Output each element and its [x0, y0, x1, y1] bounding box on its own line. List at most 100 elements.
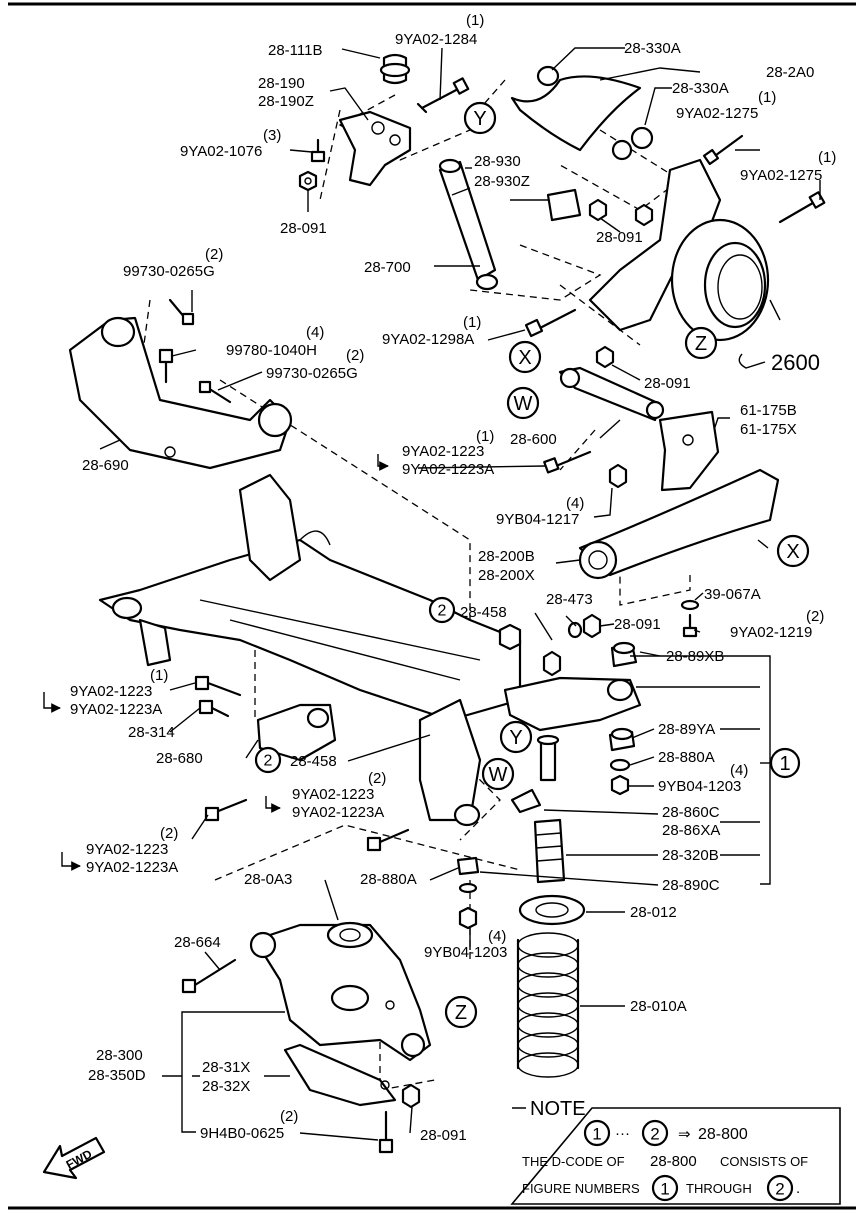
callout-99730-0265G-b: 99730-0265G	[266, 365, 358, 382]
callout-28-350D: 28-350D	[88, 1067, 146, 1084]
marker-W-lower	[481, 757, 515, 791]
note-line2-circle-2-text: 2	[775, 1180, 784, 1199]
marker-2-lower	[254, 746, 282, 774]
mount-28-860C	[510, 788, 542, 814]
marker-2-lower-text: 2	[264, 753, 273, 770]
callout-28-0A3: 28-0A3	[244, 871, 292, 888]
marker-X-arm	[776, 534, 810, 568]
bolt-9YA02-1223-b	[194, 675, 242, 697]
callout-28-880A-a: 28-880A	[658, 749, 715, 766]
bracket-28-680	[256, 703, 337, 762]
callout-28-200B: 28-200B	[478, 548, 535, 565]
callout-9YA02-1298A-qty: (1)	[463, 314, 481, 331]
callout-28-680: 28-680	[156, 750, 203, 767]
marker-Z-hub	[684, 326, 718, 360]
note-line2-circle-1-text: 1	[660, 1180, 669, 1199]
trailing-link-28-200B	[578, 468, 780, 580]
callout-28-890C: 28-890C	[662, 877, 720, 894]
callout-9YB04-1203-b: 9YB04-1203	[424, 944, 507, 961]
note-period: .	[796, 1180, 800, 1197]
marker-2-upper-text: 2	[438, 603, 447, 620]
reference-arrow-2600	[738, 353, 766, 369]
callout-28-86XA: 28-86XA	[662, 822, 720, 839]
mount-28-89XB	[610, 641, 638, 668]
callout-99730-0265G-a: 99730-0265G	[123, 263, 215, 280]
note-line2-circle-2	[766, 1174, 794, 1202]
nut-9YB04-1203-b	[458, 906, 478, 930]
washer-39-067A	[680, 599, 700, 611]
callout-9YB04-1203-a: 9YB04-1203	[658, 778, 741, 795]
callout-9YB04-1217-qty: (4)	[566, 495, 584, 512]
mount-28-89YA	[608, 727, 636, 752]
callout-28-880A-b: 28-880A	[360, 871, 417, 888]
upper-arm-28-2A0	[510, 65, 654, 161]
note-line1-b: 28-800	[650, 1153, 697, 1170]
note-box: NOTE 1 ··· 2 ⇒ 28-800 THE D-CODE OF 28-8…	[510, 1098, 841, 1205]
callout-9YA02-1223A-d: 9YA02-1223A	[86, 859, 178, 876]
callout-28-860C: 28-860C	[662, 804, 720, 821]
note-line2-a: FIGURE NUMBERS	[522, 1181, 640, 1196]
marker-Y-lower-text: Y	[509, 727, 522, 749]
callout-28-190Z: 28-190Z	[258, 93, 314, 110]
note-implies-arrow: ⇒	[678, 1126, 691, 1143]
note-circle-2	[641, 1119, 669, 1147]
callout-9YA02-1298A: 9YA02-1298A	[382, 331, 474, 348]
callout-28-458-a: 28-458	[460, 604, 507, 621]
callout-28-930: 28-930	[474, 153, 521, 170]
coil-spring-28-010A	[516, 932, 580, 1078]
control-arm-28-690	[68, 316, 293, 470]
lower-link-28-89XB	[503, 676, 642, 732]
callout-9YA02-1076: 9YA02-1076	[180, 143, 262, 160]
crossmember-subframe	[98, 473, 522, 827]
callout-28-091-d: 28-091	[614, 616, 661, 633]
marker-Z-lower-text: Z	[455, 1002, 467, 1024]
callout-28-190: 28-190	[258, 75, 305, 92]
callout-9YA02-1223-qty-b: (1)	[150, 667, 168, 684]
nut-9YB04-1217	[608, 463, 628, 489]
bolt-9H4B0-0625	[378, 1110, 394, 1154]
callout-9YA02-1219-qty: (2)	[806, 608, 824, 625]
nut-28-091-a	[298, 170, 318, 192]
callout-9YA02-1275-qty-a: (1)	[758, 89, 776, 106]
bump-boot-28-320B	[533, 818, 566, 884]
callout-9YA02-1275-a: 9YA02-1275	[676, 105, 758, 122]
nut-28-091-e	[401, 1083, 421, 1109]
callout-28-31X: 28-31X	[202, 1059, 250, 1076]
note-dots: ···	[615, 1125, 630, 1142]
upper-bracket-28-190	[338, 110, 412, 187]
callout-labels: 28-111B (1) 9YA02-1284 28-190 28-190Z (3…	[70, 12, 836, 1144]
callout-28-458-b: 28-458	[290, 753, 337, 770]
marker-W-lower-text: W	[489, 764, 508, 786]
marker-Z-hub-text: Z	[695, 333, 707, 355]
callout-9YA02-1223-qty-a: (1)	[476, 428, 494, 445]
bushing-28-458-a	[498, 623, 562, 677]
callout-28-700: 28-700	[364, 259, 411, 276]
callout-28-2A0: 28-2A0	[766, 64, 814, 81]
note-line2-circle-1	[651, 1174, 679, 1202]
callout-99780-1040H: 99780-1040H	[226, 342, 317, 359]
callout-9YB04-1217: 9YB04-1217	[496, 511, 579, 528]
marker-X-link-text: X	[518, 347, 531, 369]
bolt-99780-1040H	[158, 348, 174, 384]
callout-28-473: 28-473	[546, 591, 593, 608]
note-range-target: 28-800	[698, 1126, 748, 1143]
marker-Y-top-text: Y	[473, 108, 486, 130]
marker-W-link	[506, 386, 540, 420]
callout-9YA02-1223-qty-c: (2)	[368, 770, 386, 787]
callout-28-600: 28-600	[510, 431, 557, 448]
shock-absorber-28-700	[438, 158, 499, 291]
knuckle-hub-assembly	[588, 158, 770, 342]
toe-link-28-600	[558, 366, 665, 422]
callout-28-314: 28-314	[128, 724, 175, 741]
bolt-99730-0265G-a	[168, 298, 195, 326]
callout-28-330A-b: 28-330A	[672, 80, 729, 97]
marker-2-upper	[428, 596, 456, 624]
nut-9YB04-1203-a	[610, 774, 630, 796]
note-heading: NOTE	[530, 1098, 586, 1120]
note-circle-1-text: 1	[592, 1125, 601, 1144]
callout-28-091-c: 28-091	[644, 375, 691, 392]
callout-9YB04-1203-qty-a: (4)	[730, 762, 748, 779]
bolt-28-314	[198, 699, 230, 718]
callout-9YA02-1223-b: 9YA02-1223	[70, 683, 152, 700]
callout-9YA02-1223-d: 9YA02-1223	[86, 841, 168, 858]
